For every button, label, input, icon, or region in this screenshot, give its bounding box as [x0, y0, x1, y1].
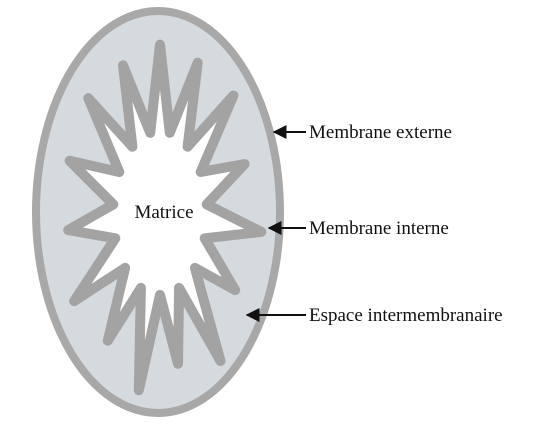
- inner-membrane-label: Membrane interne: [309, 218, 449, 239]
- outer-membrane-label: Membrane externe: [309, 122, 452, 143]
- matrix-label: Matrice: [134, 202, 193, 223]
- intermembrane-space-label: Espace intermembranaire: [309, 305, 503, 326]
